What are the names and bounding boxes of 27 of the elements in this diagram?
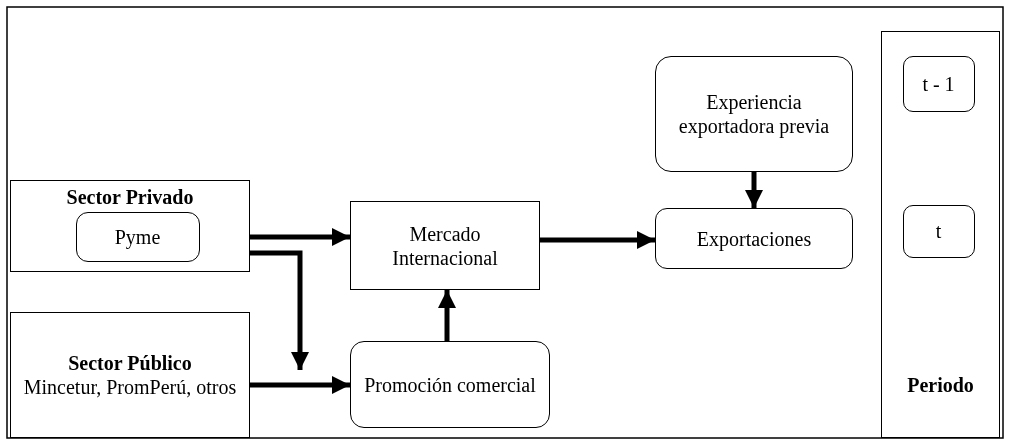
node-text: Mincetur, PromPerú, otros — [23, 375, 237, 399]
arrow — [540, 231, 655, 249]
node-text: Pyme — [114, 224, 161, 249]
arrow — [250, 250, 309, 370]
process-box — [75, 211, 200, 262]
heading-text: Sector Privado — [66, 185, 194, 209]
period-band — [881, 31, 1000, 438]
process-box — [655, 56, 853, 172]
process-box — [655, 208, 853, 269]
heading-text: Periodo — [907, 373, 974, 397]
node-text: Exportaciones — [696, 226, 812, 251]
period-box — [902, 204, 975, 258]
sector-box — [10, 312, 250, 438]
node-text: t - 1 — [922, 71, 955, 96]
period-box — [902, 55, 975, 112]
process-box — [350, 201, 540, 290]
process-box — [350, 341, 550, 428]
arrow — [250, 228, 350, 246]
node-text: Promoción comercial — [364, 372, 536, 397]
node-text: t — [935, 219, 942, 243]
node-text: Mercado Internacional — [391, 221, 499, 270]
arrow — [438, 290, 456, 341]
node-text: Experiencia exportadora previa — [677, 90, 831, 138]
heading-text: Sector Público — [68, 351, 192, 375]
arrow — [250, 376, 350, 394]
sector-box — [10, 180, 250, 272]
arrow — [745, 172, 763, 208]
